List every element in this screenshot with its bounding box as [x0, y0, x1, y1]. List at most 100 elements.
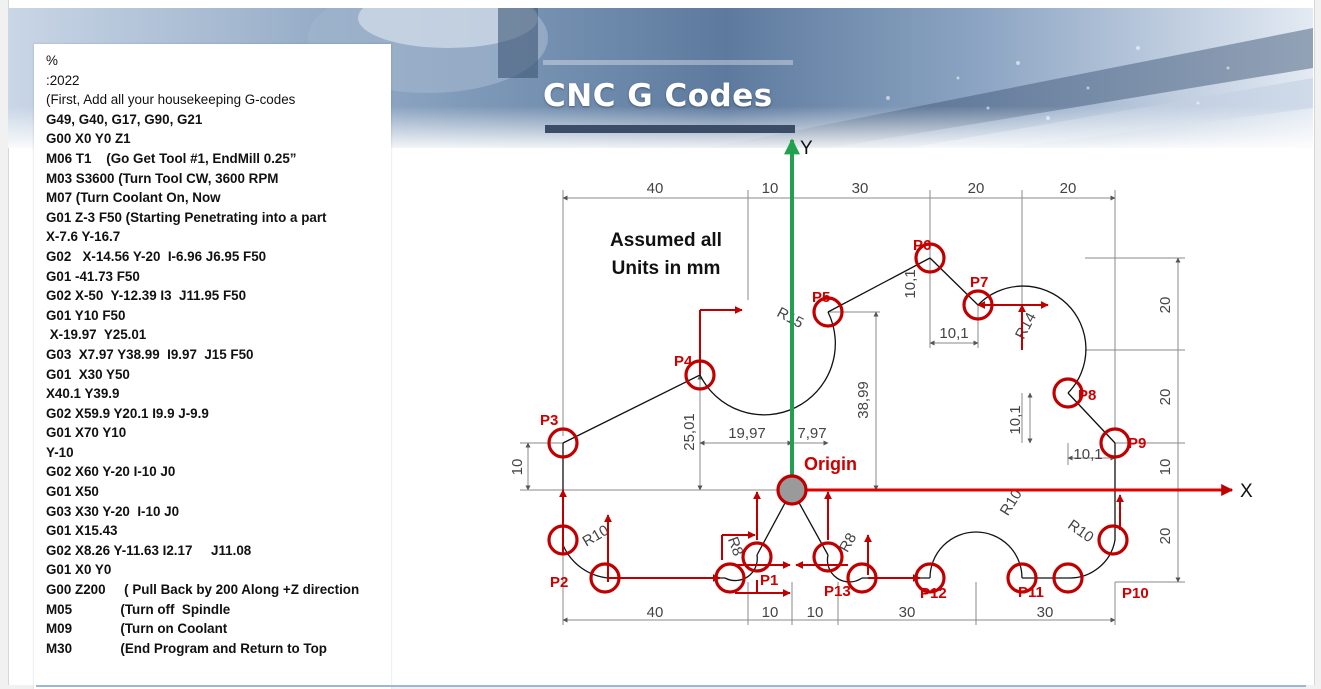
- p10-marker-b: [1052, 562, 1084, 594]
- label-p6: P6: [913, 237, 931, 254]
- slide-bottom-border: [36, 685, 1306, 687]
- gcode-line: G01 X70 Y10: [46, 425, 127, 441]
- dim-bot-30a: 30: [899, 604, 916, 621]
- label-p8: P8: [1078, 387, 1096, 404]
- gcode-line: M03 S3600 (Turn Tool CW, 3600 RPM: [46, 170, 279, 186]
- p12-marker: [914, 562, 946, 594]
- gcode-line: X40.1 Y39.9: [46, 386, 120, 402]
- dim-25-01: 25,01: [681, 413, 698, 451]
- units-note-line2: Units in mm: [612, 258, 721, 279]
- gcode-line: M05 (Turn off Spindle: [46, 601, 231, 617]
- p1-marker: [741, 541, 773, 573]
- gcode-line: G01 Y10 F50: [46, 307, 126, 323]
- dim-10-1-h8: 10,1: [1073, 446, 1102, 463]
- p6-marker: [914, 242, 946, 274]
- gcode-line: %: [46, 53, 58, 68]
- part-profile: [562, 257, 1116, 583]
- banner-accent-top: [543, 60, 793, 65]
- gcode-line: G00 X0 Y0 Z1: [46, 131, 131, 147]
- dim-r14: R14: [1012, 310, 1040, 342]
- dim-bot-10b: 10: [807, 604, 824, 621]
- p2-marker-b: [589, 562, 621, 594]
- p9-marker: [1099, 427, 1131, 459]
- dim-top-20b: 20: [1060, 180, 1077, 197]
- dim-10-1-v6: 10,1: [902, 269, 919, 298]
- label-p3: P3: [540, 412, 558, 429]
- dim-right-20c: 20: [1157, 528, 1174, 545]
- p4-marker: [684, 359, 716, 391]
- gcode-line: G01 X50: [46, 484, 99, 500]
- gcode-line: G02 X59.9 Y20.1 I9.9 J-9.9: [46, 405, 209, 421]
- p13-marker: [812, 541, 844, 573]
- gcode-line: G01 X30 Y50: [46, 366, 130, 382]
- point-markers: [547, 242, 1131, 594]
- p10-marker: [1097, 524, 1129, 556]
- dim-right-10: 10: [1157, 459, 1174, 476]
- label-p7: P7: [970, 274, 988, 291]
- p11-marker: [1006, 562, 1038, 594]
- dim-left-10: 10: [509, 459, 526, 476]
- dim-bot-40: 40: [647, 604, 664, 621]
- label-p9: P9: [1128, 435, 1146, 452]
- x-axis-label: X: [1240, 481, 1253, 502]
- dim-bot-30b: 30: [1037, 604, 1054, 621]
- dim-r10b: R10: [1064, 516, 1096, 546]
- gcode-line: M06 T1 (Go Get Tool #1, EndMill 0.25”: [46, 150, 297, 166]
- dimension-labels: 40 10 30 20 20 40 10 10 30 30 19,97 7,97…: [509, 180, 1174, 621]
- gcode-line: G01 X0 Y0: [46, 562, 112, 578]
- dim-10-1-v8: 10,1: [1007, 405, 1024, 434]
- p13-marker-b: [846, 562, 878, 594]
- gcode-line: X-7.6 Y-16.7: [46, 229, 121, 245]
- gcode-line: G02 X60 Y-20 I-10 J0: [46, 464, 176, 480]
- p7-marker: [962, 289, 994, 321]
- gcode-line: G02 X-14.56 Y-20 I-6.96 J6.95 F50: [46, 248, 267, 264]
- gcode-line: G01 X15.43: [46, 523, 118, 539]
- tool-path-arrows: [559, 301, 1124, 597]
- dim-top-30: 30: [852, 180, 869, 197]
- dim-38-99: 38,99: [855, 381, 872, 419]
- gcode-line: M30 (End Program and Return to Top: [46, 640, 327, 656]
- label-p2: P2: [550, 574, 568, 591]
- p3-marker: [547, 427, 579, 459]
- dim-top-20a: 20: [968, 180, 985, 197]
- label-p10: P10: [1122, 585, 1149, 602]
- p1-marker-b: [714, 562, 746, 594]
- gcode-line: G49, G40, G17, G90, G21: [46, 111, 203, 127]
- gcode-line: (First, Add all your housekeeping G-code…: [46, 92, 296, 108]
- dim-10-1-h6: 10,1: [939, 325, 968, 342]
- y-axis-label: Y: [800, 138, 813, 159]
- gcode-line: G01 -41.73 F50: [46, 268, 140, 284]
- dim-top-10: 10: [762, 180, 779, 197]
- dim-right-20a: 20: [1157, 297, 1174, 314]
- label-p1: P1: [760, 572, 778, 589]
- origin-label: Origin: [804, 454, 857, 474]
- banner-accent-bottom: [545, 125, 795, 133]
- label-p4: P4: [674, 353, 693, 370]
- gcode-line: G03 X7.97 Y38.99 I9.97 J15 F50: [46, 346, 254, 362]
- gcode-line: M07 (Turn Coolant On, Now: [46, 190, 221, 206]
- gcode-list: % :2022 (First, Add all your housekeepin…: [46, 51, 359, 658]
- point-labels: P1 P2 P3 P4 P5 P6 P7 P8 P9 P10 P11 P12 P…: [540, 237, 1149, 602]
- p2-marker-a: [547, 524, 579, 556]
- gcode-line: G00 Z200 ( Pull Back by 200 Along +Z dir…: [46, 582, 360, 598]
- units-note-line1: Assumed all: [610, 230, 722, 251]
- dim-bot-10a: 10: [762, 604, 779, 621]
- dim-right-20b: 20: [1157, 389, 1174, 406]
- p5-marker: [812, 296, 844, 328]
- label-p11: P11: [1018, 584, 1044, 601]
- gcode-line: G01 Z-3 F50 (Starting Penetrating into a…: [46, 209, 327, 225]
- gcode-line: M09 (Turn on Coolant: [46, 621, 228, 637]
- gcode-line: G03 X30 Y-20 I-10 J0: [46, 503, 180, 519]
- dim-top-40: 40: [647, 180, 664, 197]
- gcode-line: G02 X8.26 Y-11.63 I2.17 J11.08: [46, 542, 252, 558]
- dim-r8a: R8: [724, 535, 747, 559]
- dim-19-97: 19,97: [728, 425, 766, 442]
- gcode-line: :2022: [46, 72, 80, 88]
- label-p13: P13: [824, 583, 851, 600]
- origin-marker: [776, 474, 808, 506]
- gcode-panel: % :2022 (First, Add all your housekeepin…: [34, 44, 391, 689]
- gcode-line: G02 X-50 Y-12.39 I3 J11.95 F50: [46, 288, 247, 304]
- gcode-line: Y-10: [46, 444, 74, 460]
- p8-marker: [1052, 377, 1084, 409]
